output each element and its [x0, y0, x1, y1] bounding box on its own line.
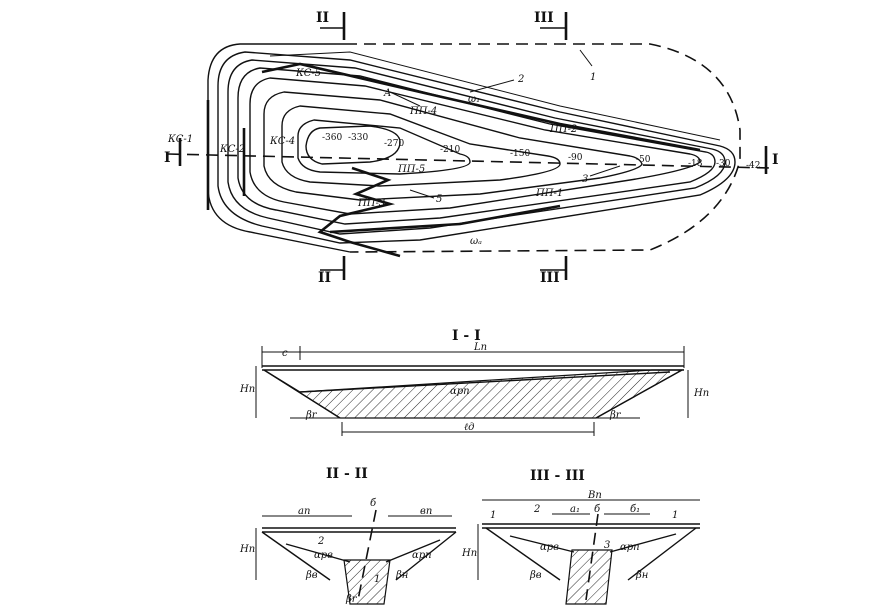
label-PP-4: ПП-4: [409, 106, 437, 117]
callout-2: 2: [517, 74, 524, 85]
section-II-II-title: II - II: [326, 466, 368, 482]
bench-contour-6: [281, 105, 561, 187]
label-PP-1: ПП-1: [535, 188, 563, 199]
bench-contour-1: [217, 51, 736, 244]
section-III-label-3: 3: [604, 540, 610, 551]
label-KS-4: КС-4: [269, 136, 295, 147]
section-I-I: I - I c Lп Hп Hп αpп βr βr ℓд: [239, 328, 709, 436]
section-mark-I-right: I: [772, 152, 779, 168]
elev-18: -18: [688, 159, 703, 169]
section-I-I-title: I - I: [452, 328, 481, 344]
zigzag-ramp: [317, 166, 401, 258]
elev-360: -360: [322, 133, 342, 143]
section-II-label-beta-n: βн: [395, 570, 408, 581]
section-III-label-Bn: Bп: [587, 490, 602, 501]
elev-42: -42: [746, 161, 761, 171]
section-III-III: III - III Bп 1 2 a₁ б б₁ 1 Hп αpв 3 αрп …: [461, 468, 700, 605]
plan-view: II III I II III I 1 2 3 A 5 КС-5 КС-1 КС…: [164, 10, 779, 286]
section-mark-II-bottom: II: [318, 270, 331, 286]
callout-1: 1: [590, 72, 596, 83]
section-II-label-beta-v: βв: [305, 570, 318, 581]
axis-I-I: [167, 153, 771, 169]
section-I-label-Hn-right: Hп: [693, 388, 709, 399]
section-III-label-1-left: 1: [490, 510, 496, 521]
label-omega-1: ω₁: [468, 94, 480, 105]
section-III-III-title: III - III: [530, 468, 585, 484]
section-I-label-ld: ℓд: [464, 422, 475, 433]
section-mark-III-bottom: III: [540, 270, 560, 286]
section-mark-II-top: II: [316, 10, 329, 26]
section-III-label-b: б: [594, 504, 601, 515]
haul-road-bottom: [329, 204, 561, 234]
section-III-label-alpha-rp: αрп: [620, 542, 640, 553]
callout-A: A: [383, 88, 391, 99]
label-PP-2: ПП-2: [549, 124, 577, 135]
section-II-label-alpha-rp: αрп: [412, 550, 432, 561]
section-II-label-Hn: Hп: [239, 544, 255, 555]
elevation-markers: -360 -330 -270 -210 -150 -90 -50 -18 -30…: [322, 133, 761, 171]
section-III-label-beta-n: βн: [635, 570, 648, 581]
bench-contour-5: [263, 91, 643, 201]
label-PP-5: ПП-5: [397, 164, 425, 175]
section-mark-I-left: I: [164, 150, 171, 166]
callout-5: 5: [436, 194, 442, 205]
section-III-label-b1: б₁: [630, 504, 640, 515]
section-II-label-beta-r: βr: [345, 594, 358, 605]
section-I-label-Ln: Lп: [473, 342, 487, 353]
section-mark-III-top: III: [534, 10, 554, 26]
pit-limit-dashed: [345, 43, 741, 253]
section-III-label-Hn: Hп: [461, 548, 477, 559]
callout-3: 3: [582, 174, 588, 185]
section-III-label-2: 2: [533, 504, 540, 515]
section-II-label-1: 1: [374, 574, 380, 585]
bench-contour-3: [237, 67, 716, 225]
section-II-label-alpha-pv: αpв: [314, 550, 333, 561]
section-I-label-beta-r-left: βr: [305, 410, 318, 421]
section-III-label-beta-v: βв: [529, 570, 542, 581]
section-III-label-a1: a₁: [570, 504, 580, 515]
bench-contour-7: [297, 119, 471, 175]
elev-90: -90: [568, 153, 583, 163]
section-III-label-alpha-pv: αpв: [540, 542, 559, 553]
section-III-label-1-right: 1: [672, 510, 678, 521]
label-omega-a: ωₐ: [470, 236, 482, 247]
bench-contour-8: [305, 125, 401, 165]
label-KS-5: КС-5: [295, 68, 321, 79]
elev-210: -210: [440, 145, 460, 155]
elev-30: -30: [716, 159, 731, 169]
haul-road-top: [261, 62, 701, 152]
section-I-label-beta-r-right: βr: [609, 410, 622, 421]
section-I-label-Hn-left: Hп: [239, 384, 255, 395]
elev-330: -330: [348, 133, 368, 143]
section-I-label-alpha-pn: αpп: [450, 386, 470, 397]
elev-270: -270: [384, 139, 404, 149]
elev-50: -50: [636, 155, 651, 165]
label-KS-1: КС-1: [167, 134, 193, 145]
label-KS-2: КС-2: [219, 144, 245, 155]
section-II-label-vn: вп: [420, 506, 432, 517]
bench-contour-4: [249, 77, 701, 215]
section-I-label-c: c: [282, 348, 288, 359]
belt-line-top: [269, 51, 721, 141]
section-II-label-an: aп: [298, 506, 310, 517]
section-II-II: II - II aп б вп Hп 2 αpв βв βr βн αрп 1: [239, 466, 457, 605]
section-markers: II III I II III I: [164, 10, 779, 286]
section-II-label-b: б: [370, 498, 377, 509]
section-II-label-2: 2: [317, 536, 324, 547]
bench-contour-2: [227, 59, 726, 235]
elev-150: -150: [510, 149, 530, 159]
label-PP-3: ПП-3: [357, 198, 385, 209]
